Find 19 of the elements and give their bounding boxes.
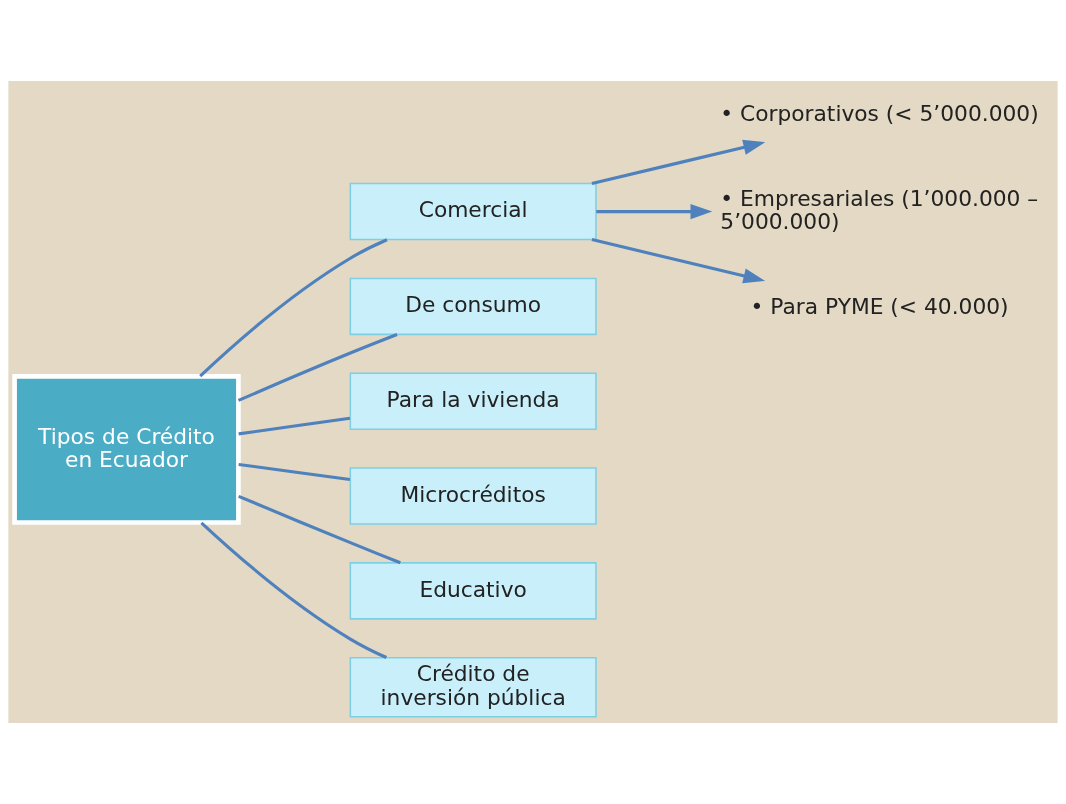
node-box: Educativo: [349, 562, 597, 620]
connector: [238, 416, 351, 436]
node-text: • Empresariales (1’000.000 – 5’000.000): [720, 185, 1039, 234]
arrow: [596, 203, 713, 220]
connector: [199, 238, 388, 378]
node-box: Tipos de Crédito en Ecuador: [12, 374, 241, 525]
arrow: [591, 238, 766, 284]
connector: [238, 494, 401, 565]
arrow: [591, 139, 766, 186]
node-box: Para la vivienda: [349, 372, 597, 430]
connector: [200, 521, 388, 659]
node-box: Comercial: [349, 182, 597, 241]
node-text: • Para PYME (< 40.000): [750, 293, 1009, 319]
node-text: • Corporativos (< 5’000.000): [720, 100, 1039, 126]
connector: [238, 462, 351, 482]
node-box: De consumo: [349, 277, 597, 336]
node-box: Microcréditos: [349, 467, 597, 525]
node-box: Crédito de inversión pública: [349, 656, 597, 718]
connector: [237, 333, 398, 402]
